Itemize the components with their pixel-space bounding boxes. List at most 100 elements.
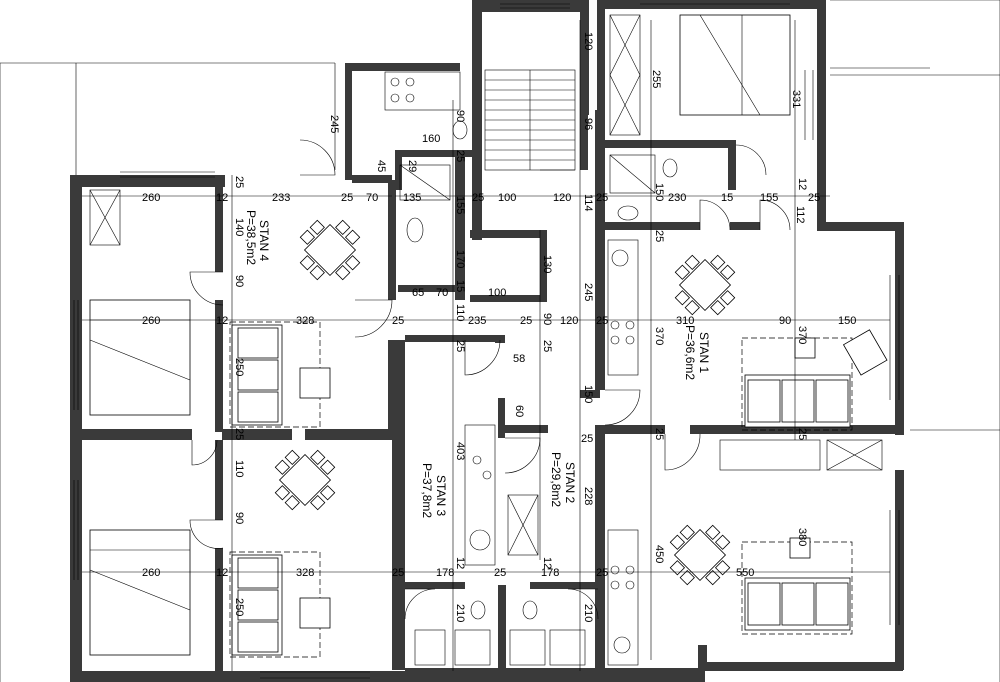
dimension-lines	[82, 20, 890, 671]
windows	[73, 3, 900, 679]
dimension-label: 155	[760, 192, 778, 204]
apartment-area: P=37,8m2	[420, 463, 434, 518]
dimension-label: 100	[498, 192, 516, 204]
dimension-label: 235	[468, 315, 486, 327]
beds	[89, 14, 791, 656]
dimension-label: 58	[513, 353, 525, 365]
dimension-label: 255	[650, 70, 662, 88]
dimension-label: 70	[436, 287, 448, 299]
dimension-label: 25	[392, 315, 404, 327]
dimension-label: 25	[472, 192, 484, 204]
dimension-label: 12	[796, 178, 808, 190]
dimension-label: 70	[366, 192, 378, 204]
dimension-label: 230	[668, 192, 686, 204]
dimension-label: 150	[653, 183, 665, 201]
dimension-label: 12	[541, 557, 553, 569]
dimension-label: 260	[142, 567, 160, 579]
apartment-area: P=38,5m2	[244, 210, 258, 265]
dimension-label: 45	[375, 160, 387, 172]
dimension-label: 25	[596, 315, 608, 327]
dimension-label: 370	[653, 327, 665, 345]
dimension-label: 15	[454, 280, 466, 292]
dimension-label: 25	[541, 340, 553, 352]
dimension-label: 178	[541, 567, 559, 579]
dimension-label: 25	[454, 340, 466, 352]
dimension-label: 450	[653, 545, 665, 563]
dimension-label: 550	[736, 567, 754, 579]
door-swings	[189, 139, 791, 620]
apartment-name: STAN 1	[697, 332, 711, 373]
dimension-label: 228	[582, 487, 594, 505]
dimension-label: 96	[582, 118, 594, 130]
dimension-label: 25	[392, 567, 404, 579]
dimension-label: 328	[296, 567, 314, 579]
dimension-label: 25	[494, 567, 506, 579]
dimension-label: 120	[582, 32, 594, 50]
dimension-label: 15	[721, 192, 733, 204]
dimension-label: 130	[541, 255, 553, 273]
dimension-label: 210	[454, 604, 466, 622]
dimension-label: 250	[233, 358, 245, 376]
dimension-label: 25	[808, 192, 820, 204]
wardrobes	[89, 14, 883, 556]
dimension-label: 331	[790, 90, 802, 108]
dimension-label: 90	[454, 110, 466, 122]
dimension-label: 25	[596, 192, 608, 204]
sofas	[229, 321, 888, 658]
dimension-label: 12	[454, 557, 466, 569]
dimension-label: 260	[142, 315, 160, 327]
apartment-label-stan3: STAN 3 P=37,8m2	[420, 463, 448, 518]
dimension-label: 260	[142, 192, 160, 204]
apartment-area: P=36,6m2	[683, 325, 697, 380]
apartment-label-stan2: STAN 2 P=29,8m2	[549, 452, 577, 507]
dimension-label: 250	[233, 598, 245, 616]
dining-tables	[274, 219, 736, 586]
apartment-name: STAN 4	[257, 220, 271, 261]
dimension-label: 25	[653, 428, 665, 440]
apartment-label-stan1: STAN 1 P=36,6m2	[683, 325, 711, 380]
dimension-label: 150	[582, 385, 594, 403]
kitchen-counters	[384, 71, 821, 666]
dimension-label: 25	[341, 192, 353, 204]
dimension-label: 233	[272, 192, 290, 204]
dimension-label: 25	[581, 433, 593, 445]
bathroom-fixtures	[399, 120, 678, 666]
dimension-label: 65	[412, 287, 424, 299]
dimension-label: 403	[454, 442, 466, 460]
dimension-label: 25	[596, 567, 608, 579]
dimension-label: 25	[653, 230, 665, 242]
dimension-label: 380	[796, 528, 808, 546]
dimension-label: 100	[488, 287, 506, 299]
staircase	[484, 69, 576, 171]
dimension-label: 112	[794, 206, 806, 224]
dimension-label: 245	[328, 115, 340, 133]
dimension-label: 120	[553, 192, 571, 204]
dimension-label: 90	[233, 512, 245, 524]
dimension-label: 25	[233, 428, 245, 440]
dimension-label: 310	[676, 315, 694, 327]
dimension-label: 120	[560, 315, 578, 327]
dimension-label: 245	[582, 283, 594, 301]
dimension-label: 155	[454, 196, 466, 214]
exterior-walls	[70, 0, 904, 682]
dimension-label: 370	[796, 326, 808, 344]
apartment-label-stan4: STAN 4 P=38,5m2	[244, 210, 271, 265]
dimension-label: 170	[454, 250, 466, 268]
dimension-label: 114	[582, 194, 594, 212]
dimension-label: 12	[216, 192, 228, 204]
dimension-labels: 120 96 255 331 245 90 25 29 45 160 260 1…	[142, 32, 856, 622]
dimension-label: 178	[436, 567, 454, 579]
dimension-label: 150	[838, 315, 856, 327]
dimension-label: 160	[422, 133, 440, 145]
dimension-label: 90	[541, 313, 553, 325]
dimension-label: 90	[233, 275, 245, 287]
dimension-label: 25	[520, 315, 532, 327]
dimension-label: 60	[513, 405, 525, 417]
dimension-label: 12	[216, 567, 228, 579]
dimension-label: 140	[233, 218, 245, 236]
dimension-label: 90	[779, 315, 791, 327]
dimension-label: 25	[796, 428, 808, 440]
apartment-name: STAN 3	[434, 475, 448, 516]
